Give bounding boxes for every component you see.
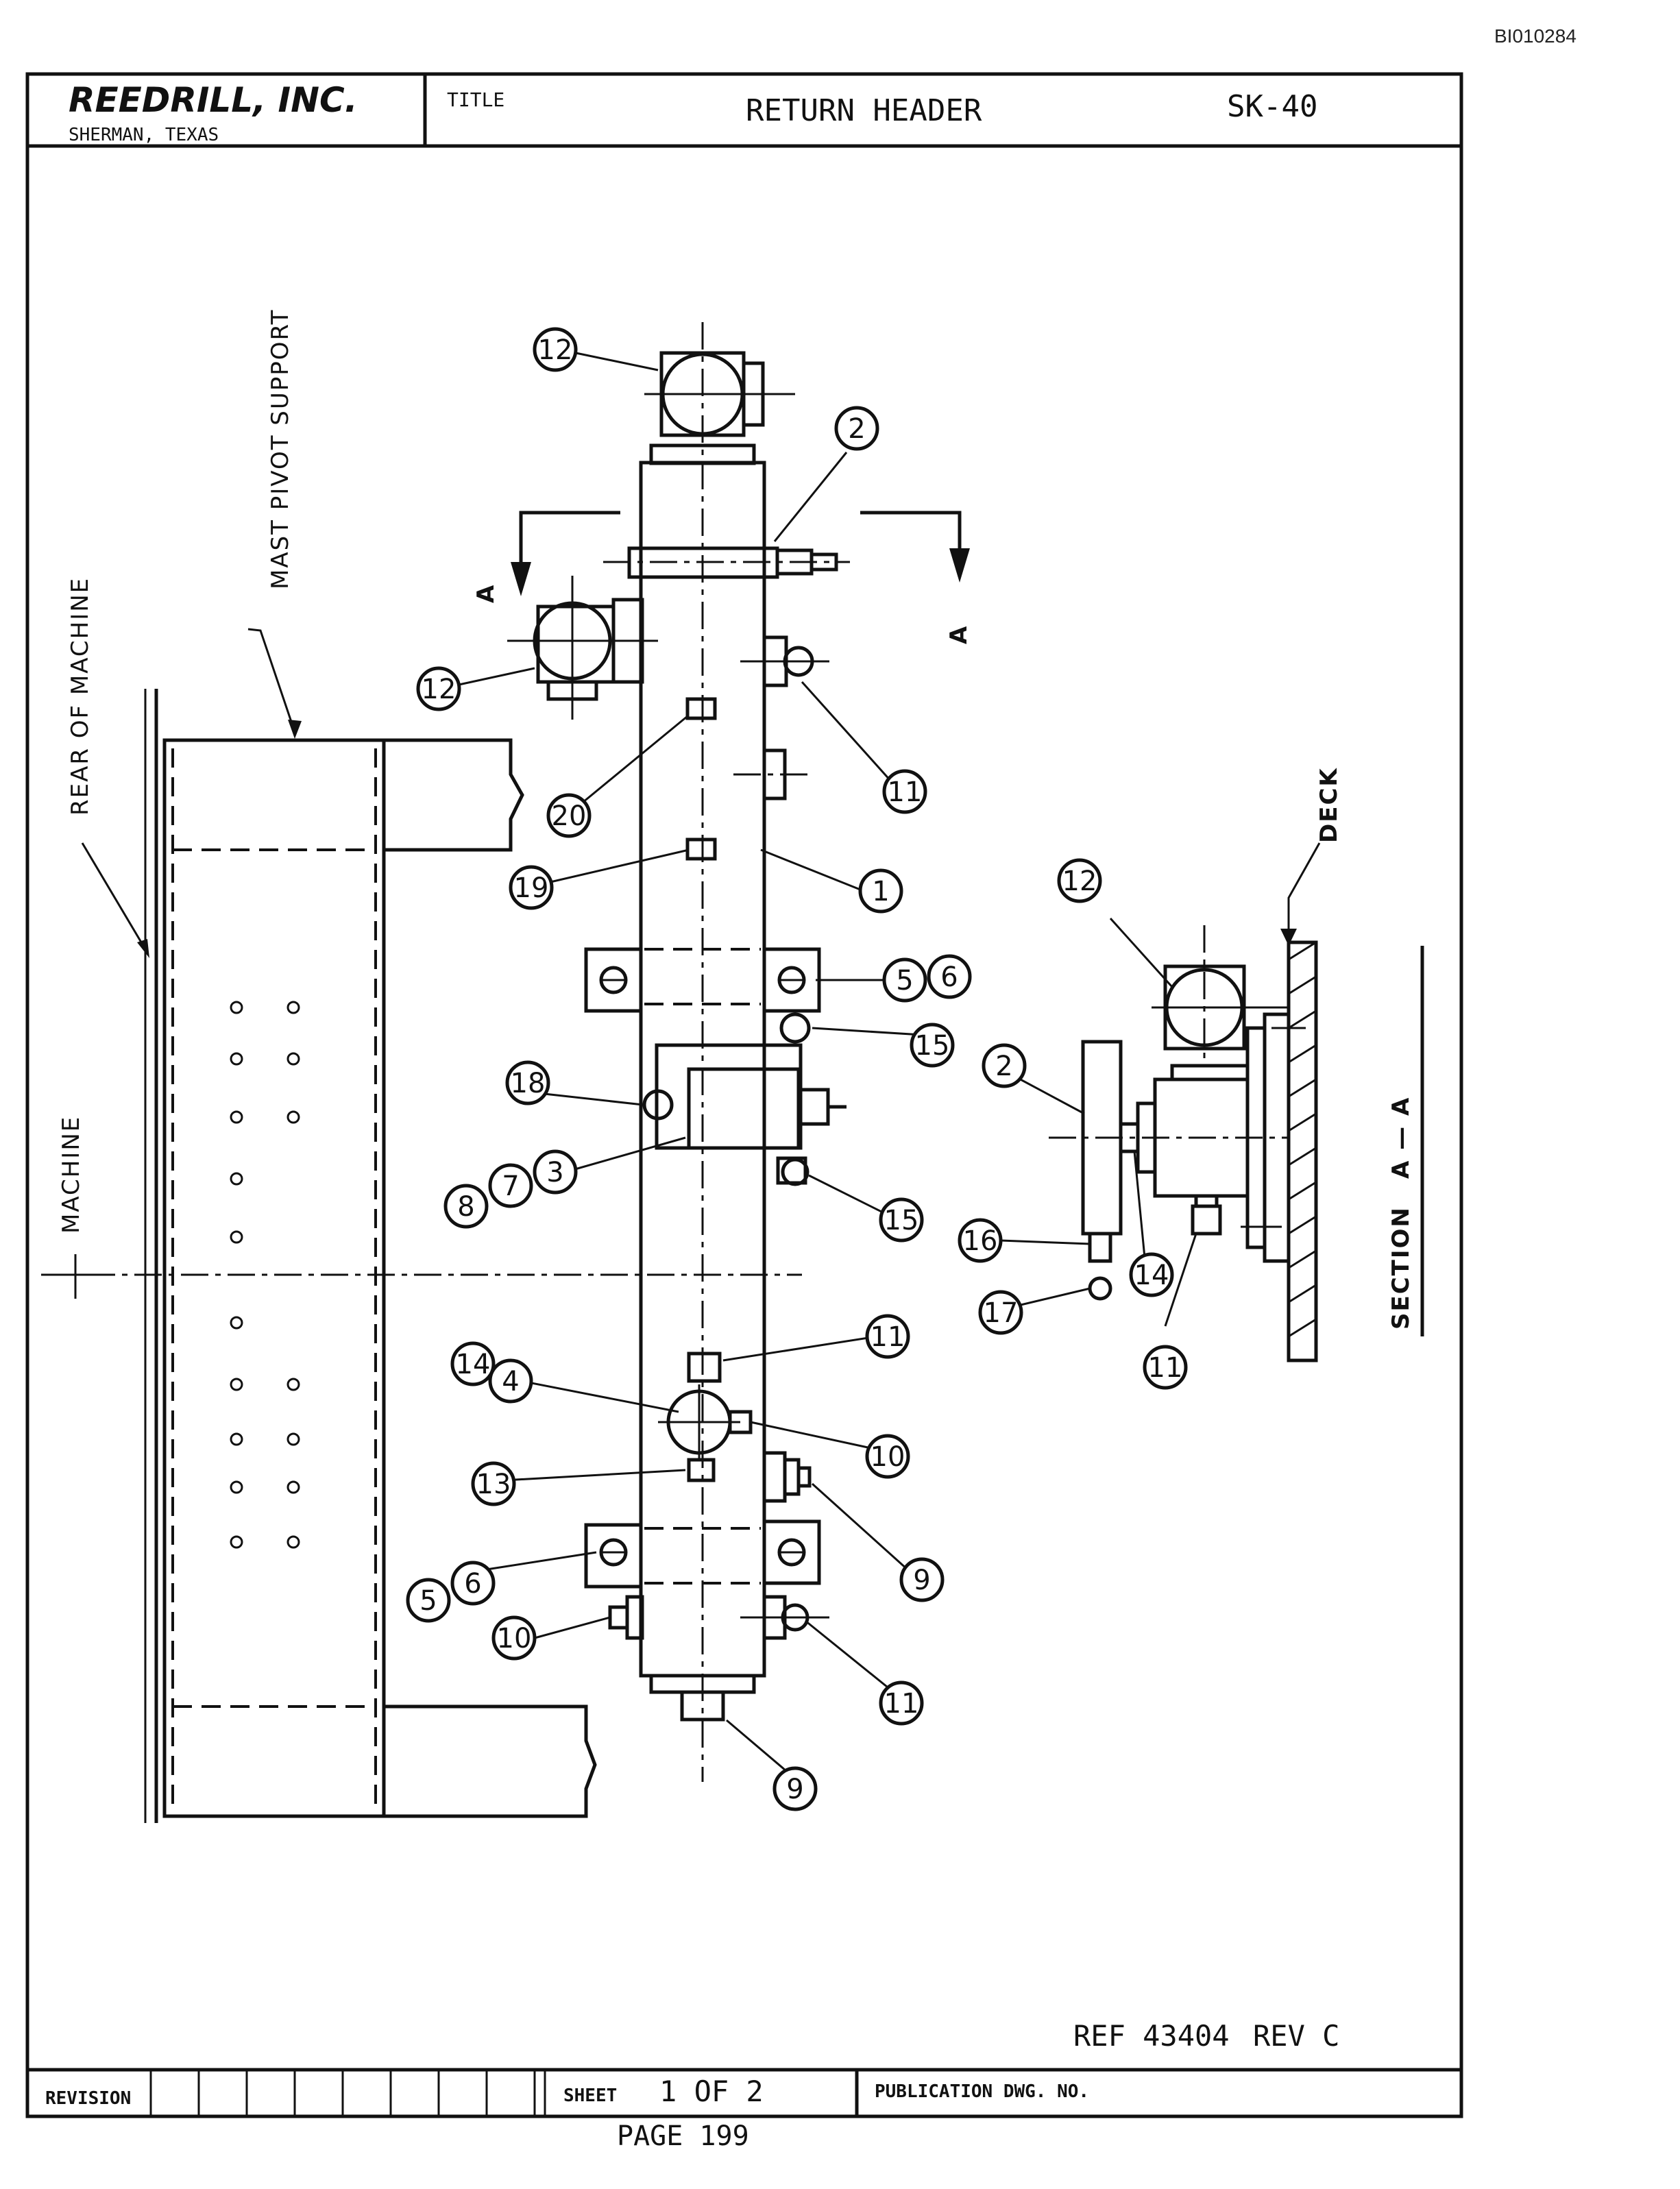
balloon-2-section: 2 xyxy=(995,1051,1012,1082)
section-cut-marker xyxy=(511,511,970,596)
fitting-right-upper xyxy=(740,635,829,687)
sheet-label: SHEET xyxy=(563,2086,617,2106)
deck-label: DECK xyxy=(1315,767,1343,843)
footer-block: REVISION SHEET 1 OF 2 PUBLICATION DWG. N… xyxy=(27,2019,1461,2152)
balloon-18: 18 xyxy=(511,1068,546,1099)
publication-label: PUBLICATION DWG. NO. xyxy=(875,2081,1089,2102)
title-label: TITLE xyxy=(447,88,504,111)
fitting-right-mid xyxy=(733,748,812,800)
balloon-3: 3 xyxy=(546,1157,563,1188)
balloon-17: 17 xyxy=(984,1297,1019,1329)
section-letter-right: A xyxy=(945,625,973,644)
mast-pivot-support xyxy=(144,628,597,1823)
balloon-11-lower: 11 xyxy=(884,1688,919,1720)
balloon-12-left: 12 xyxy=(422,674,456,705)
section-mark: A — A xyxy=(1387,1097,1415,1179)
balloon-15-upper: 15 xyxy=(915,1030,950,1062)
return-header-pipe xyxy=(639,322,766,1782)
fitting-19 xyxy=(685,837,717,861)
mounting-lug-upper xyxy=(584,947,821,1013)
balloon-5-upper: 5 xyxy=(896,965,913,996)
section-view xyxy=(1049,842,1321,1362)
balloon-1: 1 xyxy=(872,876,889,907)
fitting-9-side xyxy=(762,1451,812,1503)
balloon-10-upper: 10 xyxy=(871,1441,905,1473)
sheet-code: SK-40 xyxy=(1227,89,1317,124)
balloon-12-section: 12 xyxy=(1062,866,1097,897)
balloon-8: 8 xyxy=(457,1191,474,1223)
valve-body xyxy=(642,1012,847,1186)
balloon-16: 16 xyxy=(963,1225,998,1257)
balloon-14: 14 xyxy=(456,1349,491,1380)
section-label: SECTION xyxy=(1387,1206,1415,1330)
mounting-lug-lower xyxy=(584,1519,821,1589)
balloon-15-lower: 15 xyxy=(884,1205,919,1236)
company-location: SHERMAN, TEXAS xyxy=(69,125,219,145)
machine-centerline xyxy=(41,1254,802,1299)
balloon-11-section: 11 xyxy=(1148,1352,1183,1384)
clamp-band xyxy=(603,546,850,579)
balloon-4: 4 xyxy=(502,1366,519,1397)
balloon-6-upper: 6 xyxy=(940,962,958,993)
balloon-5-lower: 5 xyxy=(419,1585,437,1617)
fitting-bottom xyxy=(608,1595,829,1640)
balloon-9-bottom: 9 xyxy=(786,1774,803,1805)
machine-cl-label: MACHINE xyxy=(58,1116,85,1234)
fitting-20 xyxy=(685,697,717,720)
rear-of-machine-label: REAR OF MACHINE xyxy=(66,577,94,816)
balloon-group: 12 2 12 11 20 19 1 5 6 15 18 3 7 8 15 11… xyxy=(406,327,1197,1811)
balloon-14-section: 14 xyxy=(1134,1260,1169,1291)
balloon-6-lower: 6 xyxy=(464,1568,481,1600)
balloon-9-side: 9 xyxy=(913,1565,930,1596)
balloon-10-lower: 10 xyxy=(497,1623,532,1654)
side-elbow xyxy=(507,576,658,720)
page-number: PAGE 199 xyxy=(617,2120,749,2152)
valve-4 xyxy=(658,1352,753,1482)
bolt-hole-pattern xyxy=(230,1001,300,1549)
balloon-7: 7 xyxy=(502,1171,519,1202)
balloon-11-mid: 11 xyxy=(871,1321,905,1353)
balloon-2-top: 2 xyxy=(848,413,865,445)
drawing-title: RETURN HEADER xyxy=(746,93,982,128)
balloon-11-upper: 11 xyxy=(888,776,923,808)
balloon-19: 19 xyxy=(514,872,549,904)
document-id: BI010284 xyxy=(1494,25,1576,47)
revision-code: REV C xyxy=(1253,2019,1339,2053)
revision-label: REVISION xyxy=(45,2088,131,2109)
balloon-20: 20 xyxy=(552,800,587,832)
balloon-13: 13 xyxy=(476,1469,511,1500)
reference-number: REF 43404 xyxy=(1073,2019,1230,2053)
company-name: REEDRILL, INC. xyxy=(69,80,358,120)
top-elbow xyxy=(644,351,795,437)
mast-pivot-label: MAST PIVOT SUPPORT xyxy=(267,309,294,589)
balloon-12-top: 12 xyxy=(538,334,573,366)
title-block: REEDRILL, INC. SHERMAN, TEXAS TITLE RETU… xyxy=(27,74,1461,148)
drawing-border xyxy=(25,72,1463,2118)
sheet-value: 1 OF 2 xyxy=(659,2075,764,2108)
section-letter-left: A xyxy=(472,584,500,603)
